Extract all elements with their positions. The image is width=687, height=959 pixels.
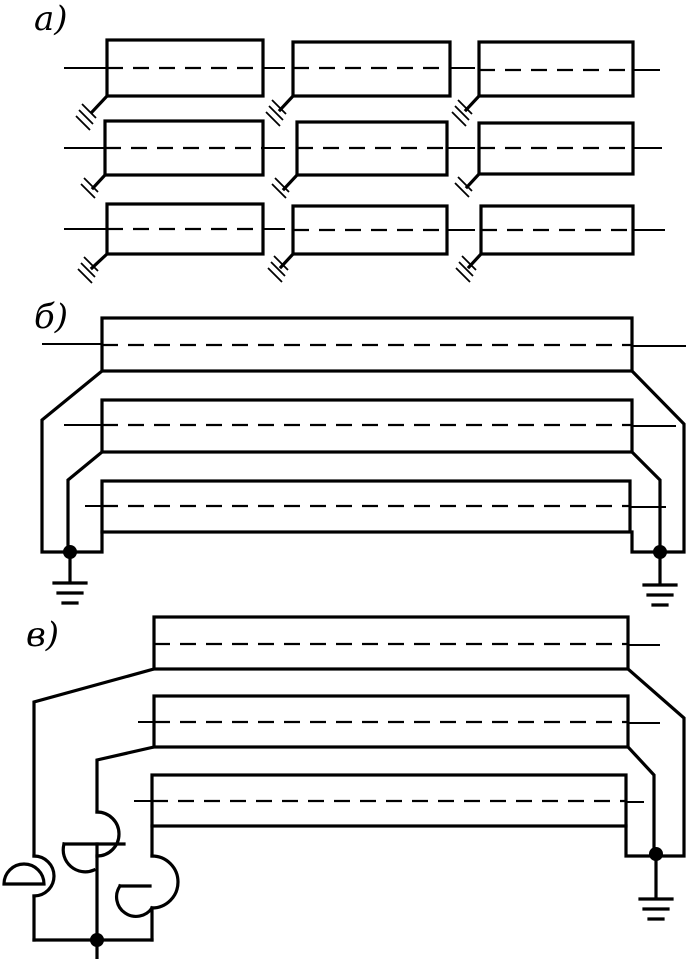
panel-v-nested-shields bbox=[2, 615, 686, 959]
panel-a-grid bbox=[64, 38, 665, 284]
ground-symbol bbox=[52, 545, 88, 605]
capacitor-icon bbox=[2, 854, 56, 942]
cable-section-a-r1-c3 bbox=[451, 40, 660, 127]
cable-section-a-r3-c1 bbox=[64, 202, 285, 284]
panel-b-nested-shields bbox=[40, 316, 686, 607]
capacitor-icon bbox=[115, 854, 180, 942]
ground-symbol bbox=[642, 545, 678, 607]
cable-section-a-r3-c3 bbox=[455, 204, 665, 283]
cable-section-a-r2-c2 bbox=[271, 120, 475, 199]
cable-section-a-r2-c1 bbox=[64, 119, 285, 199]
cable-section-a-r1-c1 bbox=[64, 38, 285, 131]
capacitor-icon bbox=[61, 810, 126, 942]
ground-symbol bbox=[638, 847, 674, 921]
label-a: а) bbox=[34, 0, 68, 39]
cable-section-a-r1-c2 bbox=[265, 40, 475, 127]
label-b: б) bbox=[34, 297, 69, 337]
cable-section-a-r3-c2 bbox=[267, 204, 475, 283]
label-v: в) bbox=[26, 615, 60, 655]
cable-section-a-r2-c3 bbox=[454, 121, 662, 198]
